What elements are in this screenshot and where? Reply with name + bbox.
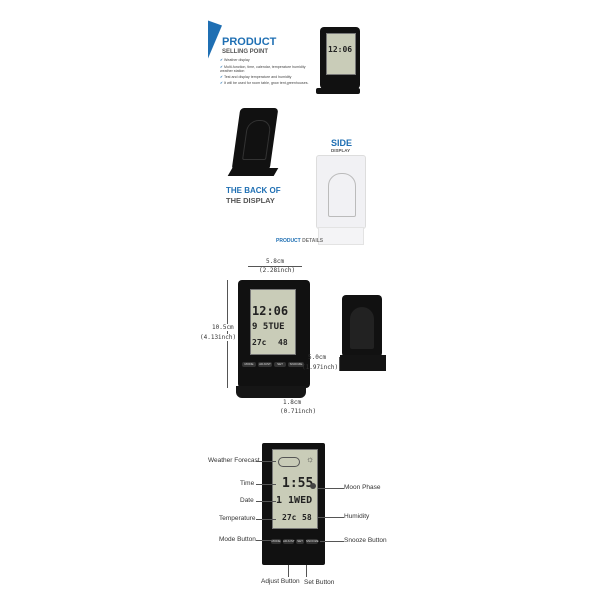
blue-banner-triangle [208, 15, 222, 59]
height-inch: (4.13inch) [200, 334, 237, 341]
back-subtitle: THE DISPLAY [226, 196, 275, 205]
product-details-label: PRODUCT DETAILS [276, 238, 324, 244]
callout-weather-forecast: Weather Forecast [208, 457, 260, 464]
width-dimension-line [248, 266, 302, 267]
adjust-button[interactable]: ADJUST [283, 539, 295, 544]
moon-phase-icon [310, 483, 316, 489]
callout-date: Date [240, 497, 254, 504]
snooze-button[interactable]: SNOOZE [288, 362, 304, 367]
device-back-stand [227, 168, 279, 176]
callout-humidity: Humidity [344, 513, 370, 520]
device-white-stand [318, 227, 364, 245]
base-cm: 1.8cm [283, 399, 302, 406]
weather-forecast-icon [278, 457, 300, 467]
callout-moon-phase: Moon Phase [344, 484, 381, 491]
mode-button[interactable]: MODE [271, 539, 281, 544]
callout-temperature: Temperature [219, 515, 256, 522]
snooze-button[interactable]: SNOOZE [306, 539, 319, 544]
sun-icon: ☼ [306, 454, 315, 464]
callout-mode-button: Mode Button [219, 536, 256, 543]
bullet-item: ✔ It will be used for room table, grow t… [220, 81, 309, 85]
depth-dimension-line [339, 357, 340, 371]
width-inch: (2.28inch) [259, 267, 296, 274]
device-stand [316, 88, 360, 94]
side-subtitle: DISPLAY [331, 148, 351, 153]
device-back-black [231, 108, 279, 170]
bullet-item: ✔ Test and display temperature and humid… [220, 75, 292, 79]
check-icon: ✔ [220, 58, 225, 62]
selling-point-title: PRODUCT [222, 36, 277, 48]
callout-snooze-button: Snooze Button [344, 537, 387, 544]
back-title: THE BACK OF [226, 186, 281, 195]
device-large-stand [236, 386, 306, 398]
bullet-item: ✔ Multi-function, time, calendar, temper… [220, 65, 306, 73]
depth-inch: (1.97inch) [302, 364, 339, 371]
callout-set-button: Set Button [304, 579, 335, 586]
selling-point-subtitle: SELLING POINT [222, 49, 269, 55]
device-front-small: 12:06 [320, 27, 360, 89]
check-icon: ✔ [220, 75, 224, 79]
device-side-small [342, 295, 382, 357]
device-white-back [316, 155, 366, 229]
width-cm: 5.8cm [266, 258, 285, 265]
check-icon: ✔ [220, 81, 225, 85]
bullet-item: ✔ Weather display [220, 58, 250, 62]
device-front-annotated: ☼ 1:55 1 1WED 27c 58 MODE ADJUST SET SNO… [262, 443, 325, 565]
callout-time: Time [240, 480, 255, 487]
side-title: SIDE [331, 138, 353, 148]
base-inch: (0.71inch) [280, 408, 317, 415]
set-button[interactable]: SET [274, 362, 286, 367]
set-button[interactable]: SET [296, 539, 304, 544]
depth-cm: 5.0cm [308, 354, 327, 361]
height-cm: 10.5cm [212, 324, 234, 331]
mode-button[interactable]: MODE [242, 362, 256, 367]
adjust-button[interactable]: ADJUST [258, 362, 272, 367]
bullet-list: ✔ Weather display ✔ Multi-function, time… [220, 58, 310, 85]
callout-adjust-button: Adjust Button [261, 578, 300, 585]
device-side-stand [340, 355, 386, 371]
check-icon: ✔ [220, 65, 225, 69]
device-front-large: 12:06 9 5TUE 27c 48 MODE ADJUST SET SNOO… [238, 280, 310, 388]
